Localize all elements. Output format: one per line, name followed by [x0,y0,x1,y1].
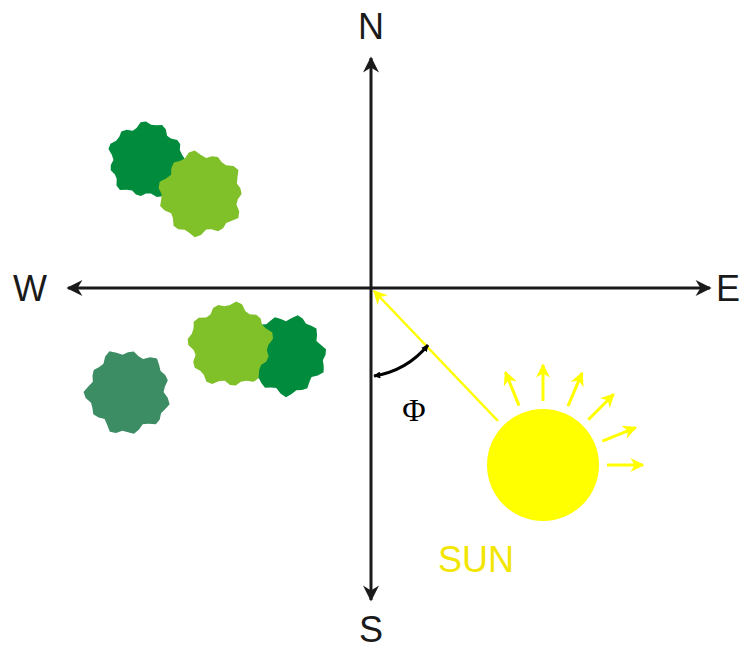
angle-arc [374,345,428,376]
sun-ray [568,373,582,406]
sun-rays [506,365,643,465]
sun-label: SUN [438,542,514,578]
tree [188,302,273,386]
north-south-axis [370,58,373,600]
compass-label: N [358,9,384,45]
sun-direction-line [374,291,498,421]
tree [159,150,242,237]
sun-ray [588,394,613,419]
east-west-axis [68,287,710,290]
sun-ray [542,365,545,401]
angle-label: Φ [402,394,425,426]
sun-ray [607,464,643,467]
sun [487,409,599,521]
sun-ray [602,428,635,441]
sun-ray [506,372,519,405]
trees [84,121,326,433]
compass-label: S [359,612,383,648]
compass-label: E [716,271,740,307]
compass-label: W [13,271,47,307]
tree [84,351,170,433]
